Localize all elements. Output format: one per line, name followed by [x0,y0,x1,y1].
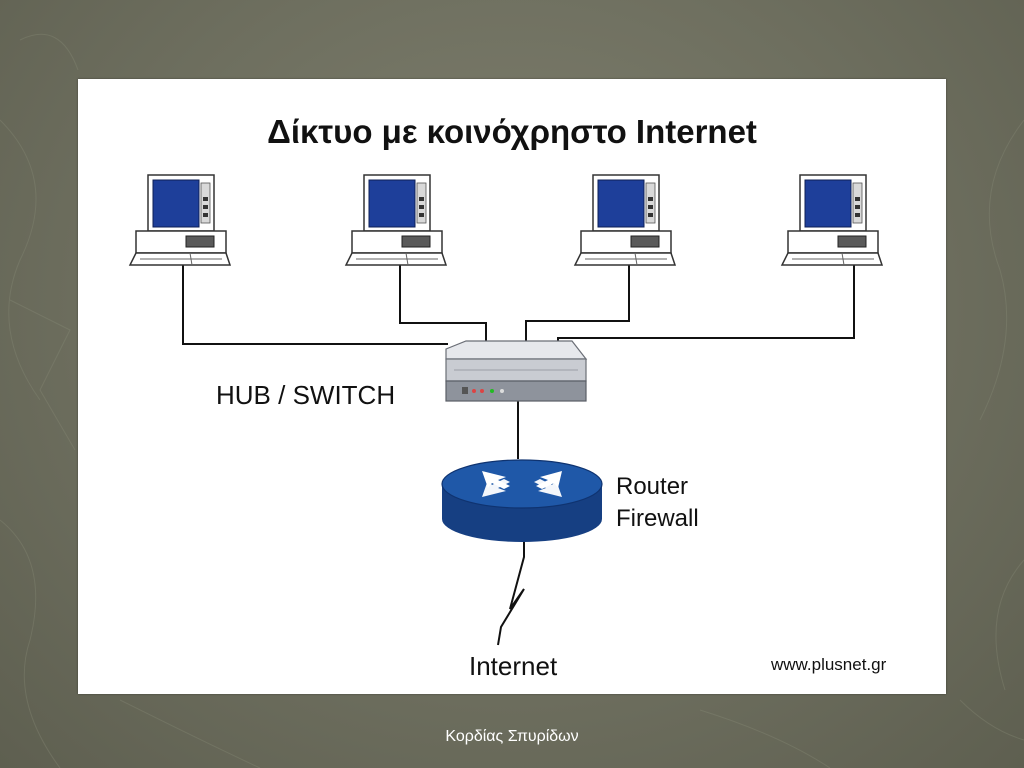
internet-link-icon [497,541,525,646]
diagram-panel: Δίκτυο με κοινόχρηστο Internet HUB / SWI… [78,79,946,694]
firewall-label: Firewall [616,505,699,532]
link-pc3-hub [525,249,630,341]
internet-label: Internet [469,651,558,681]
hub-switch-icon [445,340,588,402]
link-pc2-hub [399,249,487,341]
router-label: Router [616,473,689,500]
link-pc1-hub [182,249,448,345]
network-diagram [129,174,883,646]
hub-switch-label: HUB / SWITCH [216,380,396,410]
link-pc4-hub [557,249,855,341]
computer-icon [781,174,883,266]
computer-icon [574,174,676,266]
slide-footer-author: Κορδίας Σπυρίδων [445,728,579,745]
diagram-title: Δίκτυο με κοινόχρηστο Internet [267,113,757,150]
computer-icon [345,174,447,266]
source-credit: www.plusnet.gr [771,655,887,674]
router-icon [441,459,603,542]
computer-icon [129,174,231,266]
